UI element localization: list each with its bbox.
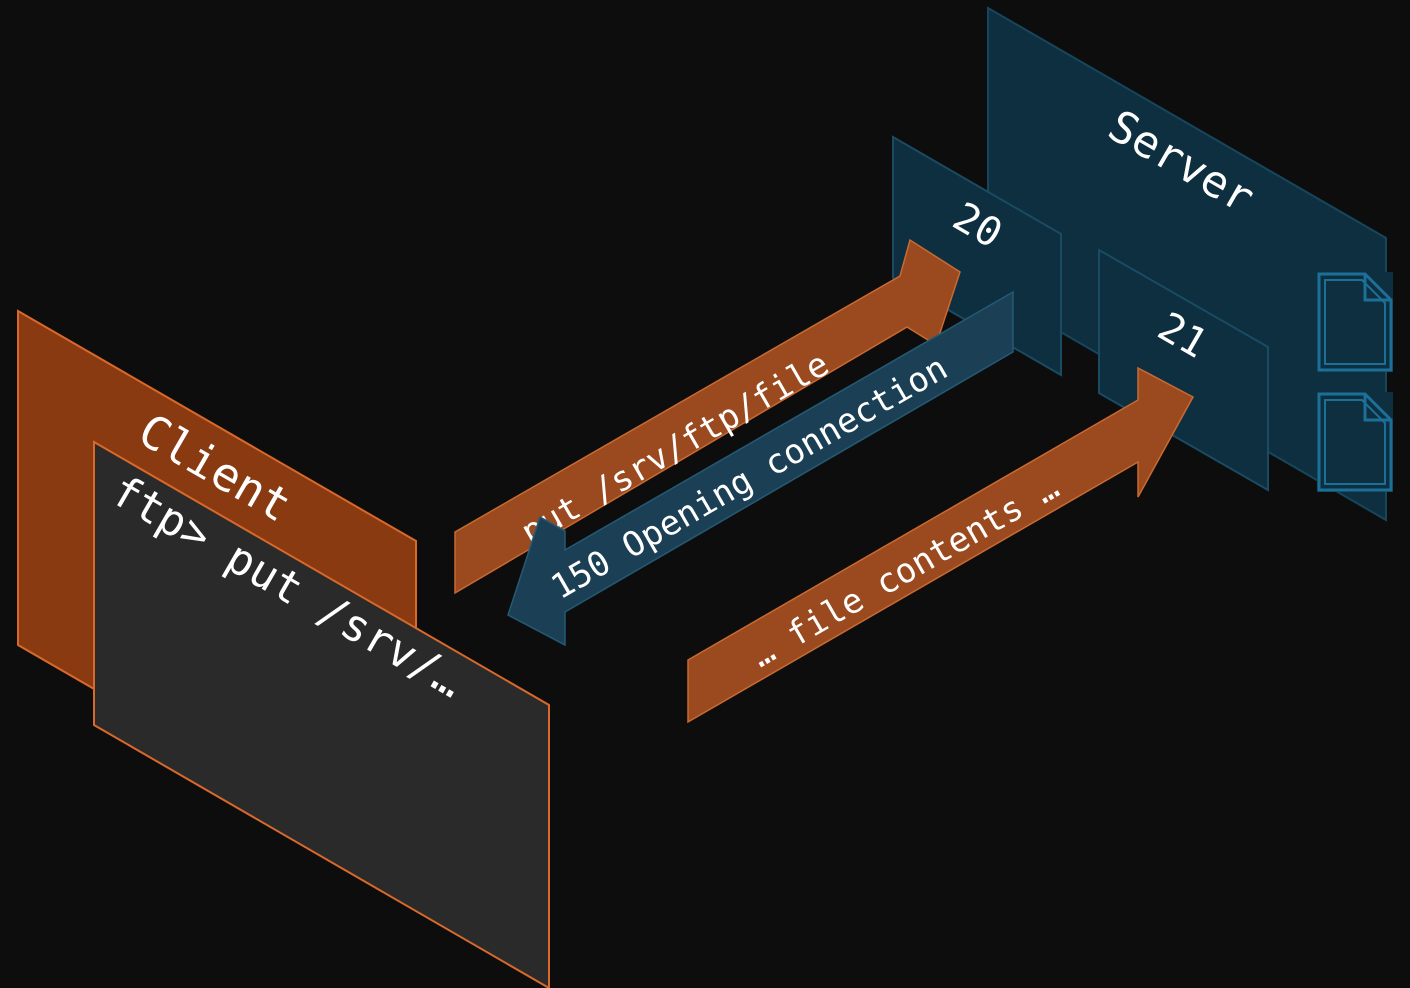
terminal-window	[93, 440, 550, 988]
file-icon	[1317, 272, 1393, 372]
file-icon	[1317, 392, 1393, 492]
data-arrow-shape	[687, 366, 1195, 724]
port-20-panel	[892, 135, 1062, 377]
reply-arrow-shape	[507, 290, 1014, 647]
client-group: Client ftp> put /srv/…	[17, 309, 550, 988]
server-group: Server 20 21	[892, 6, 1393, 522]
data-arrow-label: … file contents …	[745, 467, 1066, 676]
data-arrow: … file contents …	[687, 366, 1195, 724]
port-21-panel	[1098, 248, 1269, 492]
